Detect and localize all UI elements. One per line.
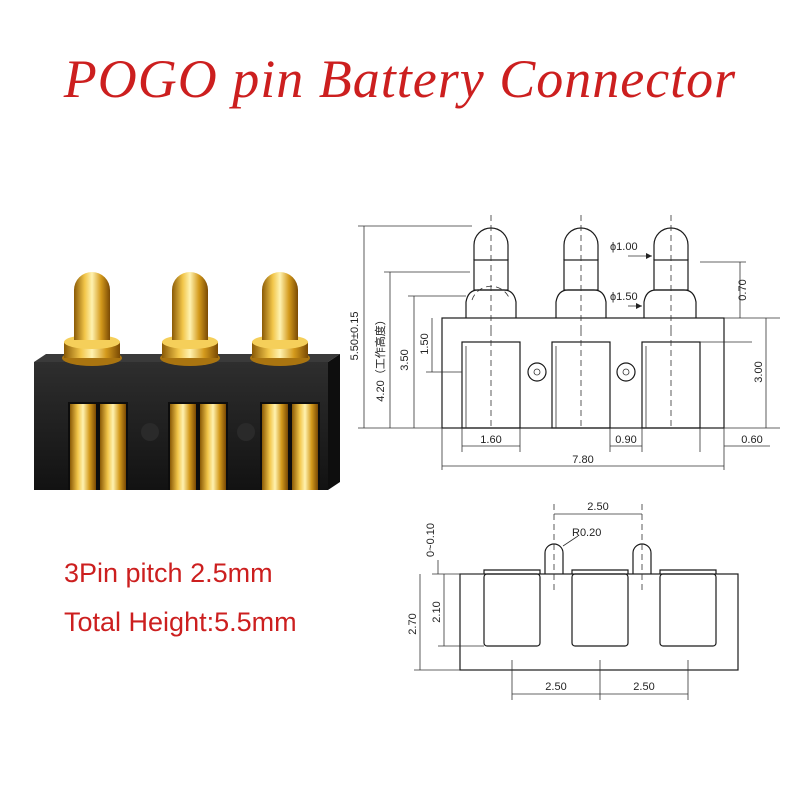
dim-head-height: 0.70: [737, 279, 749, 300]
pogo-pin-1: [62, 272, 122, 366]
dim-pitch-right: 2.50: [633, 681, 654, 693]
dim-pin-pitch-top: 2.50: [587, 501, 608, 513]
dim-total-height: 5.50±0.15: [349, 312, 361, 361]
dim-barrel-diameter: ϕ1.50: [610, 291, 638, 303]
dim-side-slot-height: 2.10: [431, 601, 443, 622]
drawing-pin-3: [643, 215, 697, 330]
total-height-spec: Total Height:5.5mm: [64, 607, 297, 637]
drawing-pin-1: [465, 215, 517, 330]
contact-slot-2: [168, 402, 228, 490]
dim-edge-offset: 0.60: [741, 434, 762, 446]
dim-slot-gap: 0.90: [615, 434, 636, 446]
dim-side-body-height: 2.70: [407, 613, 419, 634]
pin-pitch-spec: 3Pin pitch 2.5mm: [64, 558, 273, 588]
pogo-pin-2: [160, 272, 220, 366]
dim-working-height: 4.20（工作高度）: [373, 314, 387, 401]
contact-slot-1: [68, 402, 128, 490]
dim-tolerance: 0~0.10: [425, 523, 437, 557]
dim-slot-width: 1.60: [480, 434, 501, 446]
dim-body-height: 3.50: [399, 349, 411, 370]
page-title: POGO pin Battery Connector: [63, 49, 737, 109]
dim-plunger-travel: 1.50: [419, 333, 431, 354]
dim-total-width: 7.80: [572, 454, 593, 466]
dim-pin-diameter: ϕ1.00: [610, 241, 638, 253]
dim-tip-radius: R0.20: [572, 527, 601, 539]
drawing-pin-2: [555, 215, 607, 330]
pogo-pin-3: [250, 272, 310, 366]
connector-photo: [34, 272, 340, 490]
contact-slot-3: [260, 402, 320, 490]
dim-pitch-left: 2.50: [545, 681, 566, 693]
dim-housing-height: 3.00: [753, 361, 765, 382]
